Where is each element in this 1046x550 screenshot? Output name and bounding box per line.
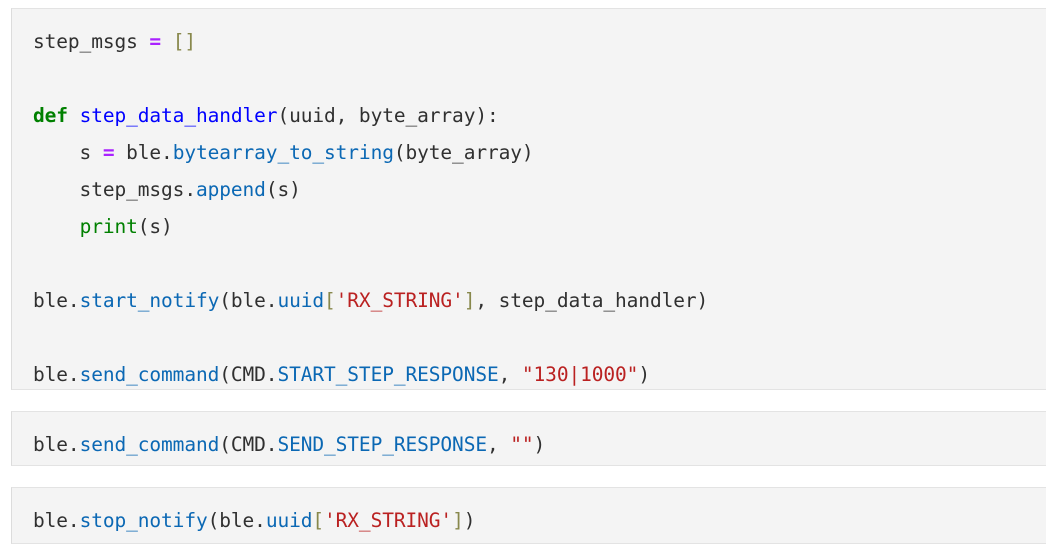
- code-line-blank: [33, 319, 1046, 356]
- code-line-blank: [33, 245, 1046, 282]
- code-token: uuid: [265, 509, 313, 532]
- code-token: stop_notify: [79, 509, 208, 532]
- code-token: start_notify: [79, 289, 220, 312]
- code-line: ble.start_notify(ble.uuid['RX_STRING'], …: [33, 282, 1046, 319]
- code-token: 'RX_STRING': [335, 289, 464, 312]
- code-token: s: [33, 141, 103, 164]
- code-token: send_command: [79, 363, 220, 386]
- code-token: (s): [265, 178, 301, 201]
- code-token: (CMD.: [219, 363, 278, 386]
- code-token: , step_data_handler): [475, 289, 709, 312]
- code-cell-1[interactable]: step_msgs = [] def step_data_handler(uui…: [11, 8, 1046, 390]
- code-line: print(s): [33, 208, 1046, 245]
- code-token: [: [312, 509, 325, 532]
- code-token: "": [510, 433, 534, 456]
- code-cell-2[interactable]: ble.send_command(CMD.SEND_STEP_RESPONSE,…: [11, 411, 1046, 466]
- code-token: ]: [463, 289, 476, 312]
- code-line: ble.send_command(CMD.SEND_STEP_RESPONSE,…: [33, 426, 1046, 463]
- code-line: step_msgs = []: [33, 23, 1046, 60]
- code-token: (byte_array): [393, 141, 534, 164]
- code-token: (ble.: [219, 289, 278, 312]
- code-token: [161, 30, 173, 53]
- code-line: def step_data_handler(uuid, byte_array):: [33, 97, 1046, 134]
- code-token: ): [638, 363, 650, 386]
- code-token: ble.: [33, 433, 80, 456]
- code-token: def: [33, 104, 68, 127]
- code-token: uuid: [277, 289, 325, 312]
- code-token: (CMD.: [219, 433, 278, 456]
- code-token: send_command: [79, 433, 220, 456]
- code-token: (ble.: [207, 509, 266, 532]
- code-cell-3[interactable]: ble.stop_notify(ble.uuid['RX_STRING']): [11, 487, 1046, 544]
- code-token: START_STEP_RESPONSE: [277, 363, 499, 386]
- code-token: bytearray_to_string: [172, 141, 394, 164]
- code-token: ,: [486, 433, 511, 456]
- code-token: ble.: [33, 363, 80, 386]
- code-line: step_msgs.append(s): [33, 171, 1046, 208]
- code-line: ble.send_command(CMD.START_STEP_RESPONSE…: [33, 356, 1046, 389]
- code-line: ble.stop_notify(ble.uuid['RX_STRING']): [33, 502, 1046, 539]
- code-token: =: [102, 141, 115, 164]
- code-token: [33, 215, 80, 238]
- code-line: s = ble.bytearray_to_string(byte_array): [33, 134, 1046, 171]
- code-line-blank: [33, 60, 1046, 97]
- code-token: ): [463, 509, 476, 532]
- code-token: "130|1000": [521, 363, 639, 386]
- code-cell-1-editor[interactable]: step_msgs = [] def step_data_handler(uui…: [12, 9, 1046, 389]
- code-token: [: [324, 289, 336, 312]
- code-token: step_data_handler: [79, 104, 278, 127]
- code-token: ble.: [114, 141, 173, 164]
- code-token: step_msgs.: [33, 178, 197, 201]
- code-token: step_msgs: [33, 30, 138, 53]
- code-token: [68, 104, 80, 127]
- code-token: =: [149, 30, 162, 53]
- code-token: []: [172, 30, 196, 53]
- code-token: ble.: [33, 289, 80, 312]
- code-cell-3-editor[interactable]: ble.stop_notify(ble.uuid['RX_STRING']): [12, 488, 1046, 543]
- code-token: SEND_STEP_RESPONSE: [277, 433, 487, 456]
- code-token: ble.: [33, 509, 80, 532]
- code-token: print: [79, 215, 138, 238]
- code-token: ]: [452, 509, 464, 532]
- code-token: ): [533, 433, 546, 456]
- code-cell-2-editor[interactable]: ble.send_command(CMD.SEND_STEP_RESPONSE,…: [12, 412, 1046, 465]
- code-token: ,: [498, 363, 522, 386]
- code-token: (s): [137, 215, 173, 238]
- code-token: append: [195, 178, 266, 201]
- code-token: [138, 30, 150, 53]
- code-token: 'RX_STRING': [324, 509, 453, 532]
- code-token: (uuid, byte_array):: [277, 104, 499, 127]
